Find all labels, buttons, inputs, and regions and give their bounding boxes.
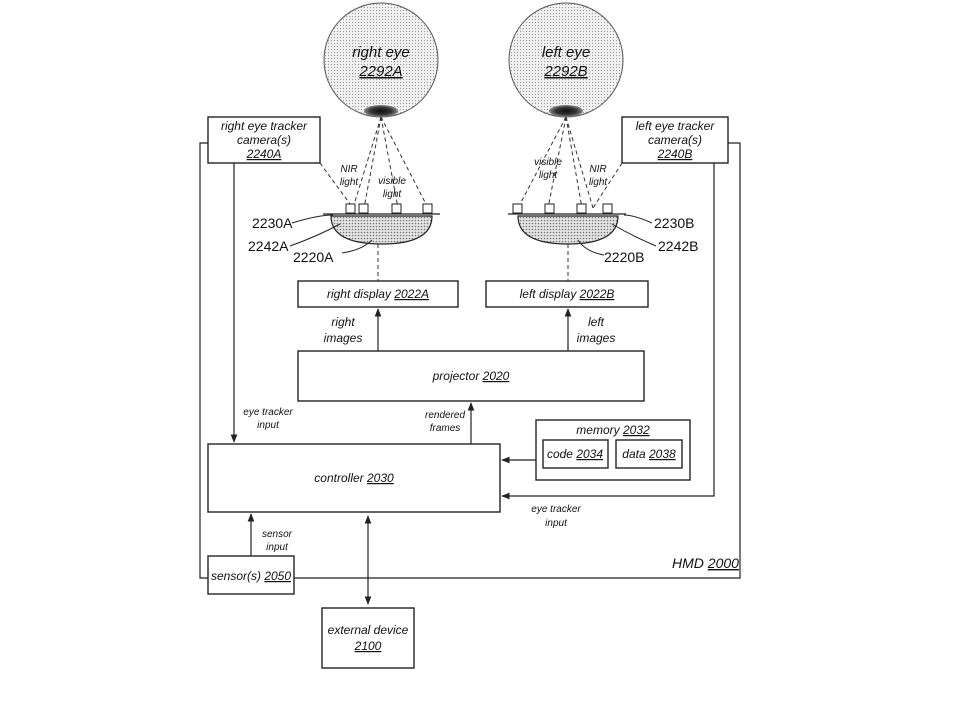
svg-text:code 2034: code 2034	[547, 447, 603, 461]
left-eye-ref: 2292B	[543, 63, 587, 80]
right-display-ref: 2022A	[393, 287, 429, 301]
svg-text:right display 2022A: right display 2022A	[327, 287, 429, 301]
left-images-label2: images	[577, 331, 616, 345]
right-tracker-line1: right eye tracker	[221, 119, 308, 133]
ref-2220A: 2220A	[293, 249, 334, 265]
sensor-input-label2: input	[266, 542, 289, 553]
memory-label: memory	[576, 423, 620, 437]
left-display: left display 2022B	[485, 280, 649, 308]
right-nir-label: NIR	[340, 164, 357, 175]
controller-ref: 2030	[366, 471, 394, 485]
left-eye-tracker-camera: left eye tracker camera(s) 2240B	[621, 116, 729, 164]
ref-2242A: 2242A	[248, 238, 289, 254]
right-tracker-line2: camera(s)	[237, 133, 291, 147]
right-display: right display 2022A	[297, 280, 459, 308]
sensors-label: sensor(s)	[211, 569, 261, 583]
left-eye-label: left eye	[542, 44, 590, 61]
left-light-rays: visible light NIR light	[517, 116, 623, 209]
right-eye: right eye 2292A	[323, 2, 439, 118]
controller: controller 2030	[207, 443, 501, 513]
hmd-housing: HMD 2000	[199, 142, 741, 579]
ref-2242B: 2242B	[658, 238, 698, 254]
projector-label: projector	[432, 369, 481, 383]
data-label: data	[622, 447, 646, 461]
right-tracker-ref: 2240A	[246, 147, 282, 161]
left-visible-label: visible	[534, 157, 562, 168]
left-tracker-ref: 2240B	[657, 147, 693, 161]
data-ref: 2038	[648, 447, 676, 461]
right-visible-label2: light	[383, 189, 403, 200]
external-device-ref: 2100	[354, 639, 382, 653]
left-tracker-line1: left eye tracker	[636, 119, 716, 133]
left-display-ref: 2022B	[579, 287, 615, 301]
left-images-label: left	[588, 315, 605, 329]
right-optics: 2230A 2242A 2220A	[248, 203, 440, 265]
sensors-ref: 2050	[263, 569, 291, 583]
left-nir-label: NIR	[589, 164, 606, 175]
left-eye-tracker-input-label2: input	[545, 518, 568, 529]
code-label: code	[547, 447, 573, 461]
right-eye-tracker-camera: right eye tracker camera(s) 2240A	[207, 116, 321, 164]
left-eye: left eye 2292B	[508, 2, 624, 118]
code-ref: 2034	[575, 447, 603, 461]
svg-text:memory 2032: memory 2032	[576, 423, 650, 437]
right-eye-tracker-input-label: eye tracker	[243, 407, 293, 418]
projector-ref: 2020	[482, 369, 510, 383]
svg-text:projector 2020: projector 2020	[432, 369, 510, 383]
right-images-label2: images	[324, 331, 363, 345]
svg-text:data 2038: data 2038	[622, 447, 676, 461]
left-eye-tracker-input-label: eye tracker	[531, 504, 581, 515]
right-eye-label: right eye	[352, 44, 410, 61]
rendered-frames-label2: frames	[430, 423, 461, 434]
external-device: external device 2100	[321, 607, 415, 669]
ref-2230B: 2230B	[654, 215, 694, 231]
right-display-label: right display	[327, 287, 392, 301]
right-light-rays: NIR light visible light	[319, 116, 429, 209]
right-visible-label: visible	[378, 176, 406, 187]
svg-text:sensor(s) 2050: sensor(s) 2050	[211, 569, 291, 583]
left-tracker-line2: camera(s)	[648, 133, 702, 147]
right-eye-tracker-input-label2: input	[257, 420, 280, 431]
ref-2220B: 2220B	[604, 249, 644, 265]
left-display-label: left display	[520, 287, 578, 301]
right-images-label: right	[331, 315, 355, 329]
sensors: sensor(s) 2050	[207, 555, 295, 595]
left-nir-label2: light	[589, 177, 609, 188]
memory: memory 2032 code 2034 data 2038	[535, 419, 691, 481]
hmd-label: HMD 2000	[672, 555, 739, 571]
external-device-label: external device	[328, 623, 409, 637]
ref-2230A: 2230A	[252, 215, 293, 231]
right-eye-ref: 2292A	[358, 63, 402, 80]
controller-label: controller	[314, 471, 364, 485]
sensor-input-label: sensor	[262, 529, 293, 540]
left-visible-label2: light	[539, 170, 559, 181]
svg-text:controller 2030: controller 2030	[314, 471, 394, 485]
projector: projector 2020	[297, 350, 645, 402]
rendered-frames-label: rendered	[425, 410, 465, 421]
memory-ref: 2032	[622, 423, 650, 437]
left-optics: 2230B 2242B 2220B	[508, 203, 698, 265]
svg-text:left display 2022B: left display 2022B	[520, 287, 615, 301]
right-nir-label2: light	[340, 177, 360, 188]
left-tracker-input-arrow	[501, 163, 715, 500]
